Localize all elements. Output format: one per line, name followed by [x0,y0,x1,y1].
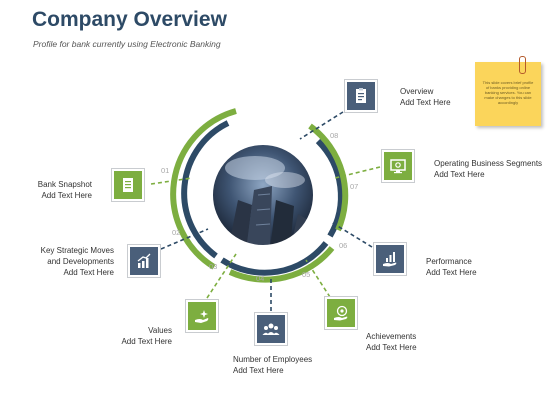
step-text: Add Text Here [400,98,451,107]
connector-03 [206,253,237,299]
connector-06 [330,221,373,248]
step-number: 03 [209,262,218,271]
step-title: Number of Employees [233,355,313,364]
sticky-note: This slide covers brief profile of banks… [475,62,541,126]
people-group-icon [262,323,280,335]
step-title: Achievements [366,332,417,341]
connector-05 [305,259,331,298]
step-03-tile[interactable] [185,299,219,333]
step-text: Add Text Here [233,366,284,375]
inner-arc-bottom [220,241,329,276]
step-number: 02 [172,228,181,237]
page-subtitle: Profile for bank currently using Electro… [33,39,221,49]
step-number: 07 [350,182,359,191]
connector-07 [334,166,381,179]
step-number: 08 [330,131,339,140]
bar-chart-icon [137,253,151,268]
step-text: Add Text Here [121,337,172,346]
step-title: Performance [426,257,472,266]
step-02-tile[interactable] [127,244,161,278]
paperclip-icon [519,56,526,74]
step-07-label: Operating Business Segments Add Text Her… [434,158,542,180]
outer-arc-left [170,108,237,270]
step-number: 06 [339,241,348,250]
step-title: Overview [400,87,434,96]
clipboard-icon [356,88,366,103]
connector-02 [160,228,209,250]
sticky-note-text: This slide covers brief profile of banks… [482,80,534,105]
step-title: Values [148,326,172,335]
connector-08 [299,111,344,140]
step-05-label: Achievements Add Text Here [366,331,417,353]
step-07-tile[interactable] [381,149,415,183]
step-title: Bank Snapshot [37,180,92,189]
step-05-tile[interactable] [324,296,358,330]
document-icon [123,178,133,192]
step-title-line: Key Strategic Moves [40,246,114,255]
outer-arc-right [308,123,349,232]
step-02-label: Key Strategic Moves and Developments Add… [41,245,114,278]
step-text: Add Text Here [434,170,485,179]
step-01-label: Bank Snapshot Add Text Here [38,179,92,201]
step-number: 01 [161,166,170,175]
outer-arc-bottom [228,246,335,283]
target-hand-icon [334,305,348,321]
step-06-label: Performance Add Text Here [426,256,477,278]
step-text: Add Text Here [426,268,477,277]
step-number: 04 [256,274,265,283]
step-text: Add Text Here [41,191,92,200]
step-title: Operating Business Segments [434,159,543,168]
step-04-label: Number of Employees Add Text Here [233,354,312,376]
step-08-tile[interactable] [344,79,378,113]
title-text: Company Overview [32,8,227,31]
step-text: Add Text Here [63,268,114,277]
step-title-line: and Developments [47,257,114,266]
hand-sparkle-icon [195,310,209,323]
step-04-tile[interactable] [254,312,288,346]
step-number: 05 [302,270,311,279]
inner-arc-left [181,120,230,259]
step-06-tile[interactable] [373,242,407,276]
step-01-tile[interactable] [111,168,145,202]
step-03-label: Values Add Text Here [121,325,172,347]
step-text: Add Text Here [366,343,417,352]
step-08-label: Overview Add Text Here [400,86,451,108]
hand-growth-icon [383,252,397,267]
monitor-icon [390,159,406,174]
